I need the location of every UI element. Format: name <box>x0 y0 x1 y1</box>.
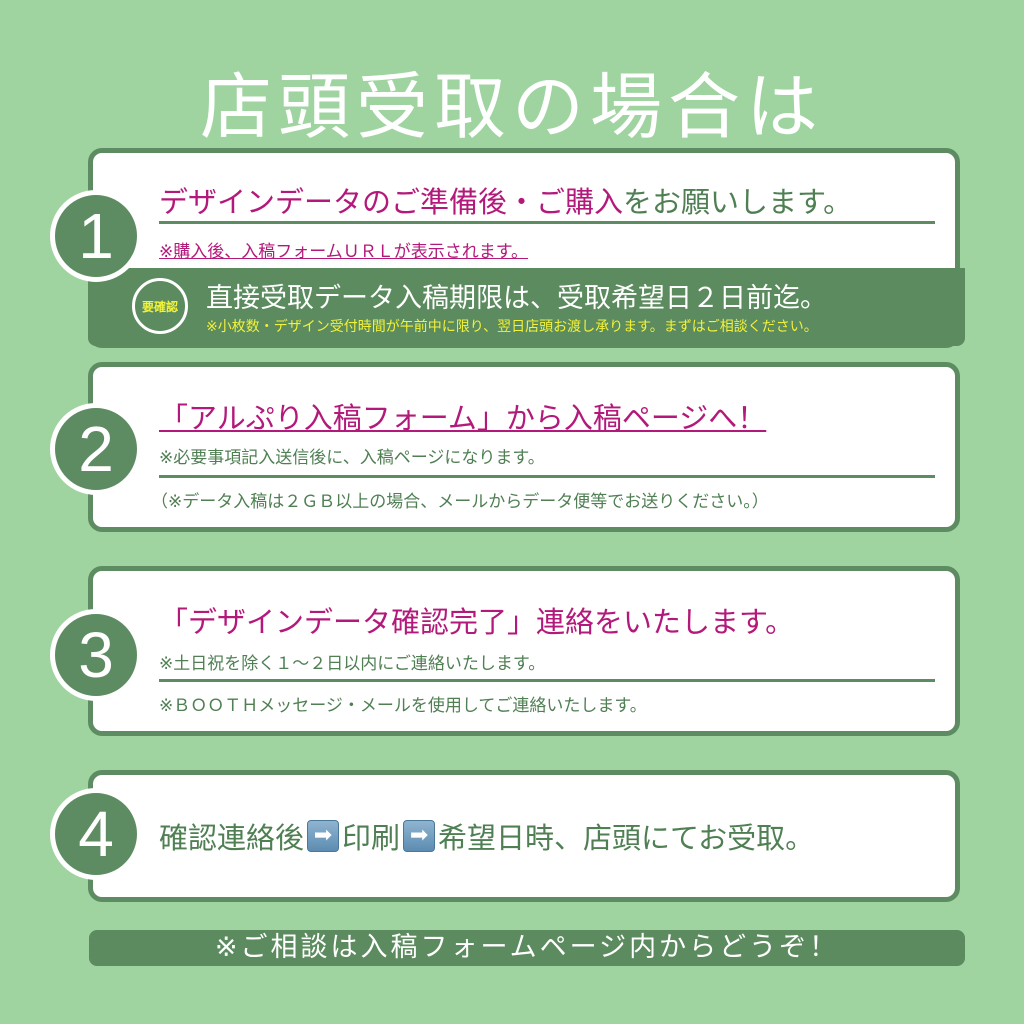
step-2-note2: （※データ入稿は２ＧＢ以上の場合、メールからデータ便等でお送りください。） <box>151 492 769 512</box>
confirm-badge: 要確認 <box>132 278 188 334</box>
deadline-text: 直接受取データ入稿期限は、受取希望日２日前迄。 <box>206 283 827 314</box>
right-arrow-icon: ➡ <box>403 820 436 852</box>
step-2-card: 「アルぷり入稿フォーム」から入稿ページへ！ ※必要事項記入送信後に、入稿ページに… <box>88 362 960 532</box>
step-3-number-icon: 3 <box>50 609 142 701</box>
page-title: 店頭受取の場合は <box>199 65 824 149</box>
footer-banner: ※ご相談は入稿フォームページ内からどうぞ！ <box>89 930 965 966</box>
step-1-deadline-band: 要確認 直接受取データ入稿期限は、受取希望日２日前迄。 ※小枚数・デザイン受付時… <box>88 268 965 346</box>
deadline-subtext: ※小枚数・デザイン受付時間が午前中に限り、翌日店頭お渡し承ります。まずはご相談く… <box>206 319 818 335</box>
step-3-note2: ※ＢＯＯＴＨメッセージ・メールを使用してご連絡いたします。 <box>159 696 647 716</box>
step-3-divider <box>159 679 935 682</box>
step-2-note: ※必要事項記入送信後に、入稿ページになります。 <box>159 448 545 468</box>
step-3-note: ※土日祝を除く１～２日以内にご連絡いたします。 <box>159 654 546 674</box>
step-3-headline: 「デザインデータ確認完了」連絡をいたします。 <box>159 605 795 639</box>
step-1-number-icon: 1 <box>50 190 142 282</box>
step-2-headline-link[interactable]: 「アルぷり入稿フォーム」から入稿ページへ！ <box>159 401 767 435</box>
step-1-headline-green: をお願いします。 <box>623 185 853 219</box>
step-1-headline-pink: デザインデータのご準備後・ご購入 <box>159 185 624 219</box>
step-2-divider <box>159 475 935 478</box>
step-4-part-3: 希望日時、店頭にてお受取。 <box>438 821 815 855</box>
step-4-part-2: 印刷 <box>342 821 401 855</box>
step-3-card: 「デザインデータ確認完了」連絡をいたします。 ※土日祝を除く１～２日以内にご連絡… <box>88 566 960 736</box>
right-arrow-icon: ➡ <box>307 820 340 852</box>
step-4-part-1: 確認連絡後 <box>159 821 305 855</box>
step-4-card: 確認連絡後 ➡ 印刷 ➡ 希望日時、店頭にてお受取。 <box>88 770 960 902</box>
step-2-number-icon: 2 <box>50 403 142 495</box>
step-1-note-link[interactable]: ※購入後、入稿フォームＵＲＬが表示されます。 <box>159 242 529 262</box>
step-4-text: 確認連絡後 ➡ 印刷 ➡ 希望日時、店頭にてお受取。 <box>159 815 814 857</box>
step-1-divider <box>159 221 935 224</box>
step-1-headline: デザインデータのご準備後・ご購入をお願いします。 <box>159 179 852 221</box>
step-4-number-icon: 4 <box>50 788 142 880</box>
